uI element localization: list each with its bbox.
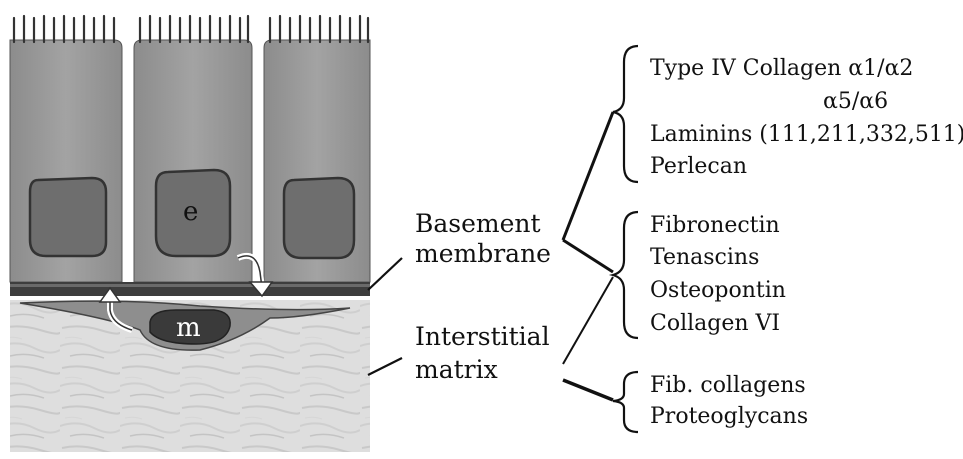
component-tenascins: Tenascins [650,245,759,270]
nucleus-cell-3 [284,178,354,258]
mesenchymal-cell-label: m [176,313,201,343]
brace-basement-components [613,46,638,182]
component-fibrillar-collagens: Fib. collagens [650,373,806,398]
component-laminins: Laminins (111,211,332,511) [650,122,963,147]
label-basement-line2: membrane [415,239,551,268]
component-osteopontin: Osteopontin [650,278,786,303]
connector-im-bottom [563,380,613,400]
brace-interstitial-components [613,372,638,432]
connector-im-mid [563,277,613,364]
nucleus-cell-1 [30,178,106,256]
component-collagen-vi: Collagen VI [650,311,780,336]
epithelial-cell-label: e [183,197,198,227]
component-perlecan: Perlecan [650,154,747,179]
pointer-line-interstitial [368,358,402,375]
brace-shared-components [613,212,638,338]
pointer-line-basement [368,258,402,290]
component-fibronectin: Fibronectin [650,213,780,238]
component-type-iv-collagen: Type IV Collagen α1/α2 [650,56,913,81]
label-interstitial-line1: Interstitial [415,322,550,351]
label-basement-line1: Basement [415,209,541,238]
connector-bm-top [563,112,613,240]
connector-bm-mid [563,240,613,272]
component-collagen-alpha5-6: α5/α6 [823,89,888,114]
component-proteoglycans: Proteoglycans [650,404,808,429]
epithelial-layer: e [10,16,370,282]
label-interstitial-line2: matrix [415,355,498,384]
